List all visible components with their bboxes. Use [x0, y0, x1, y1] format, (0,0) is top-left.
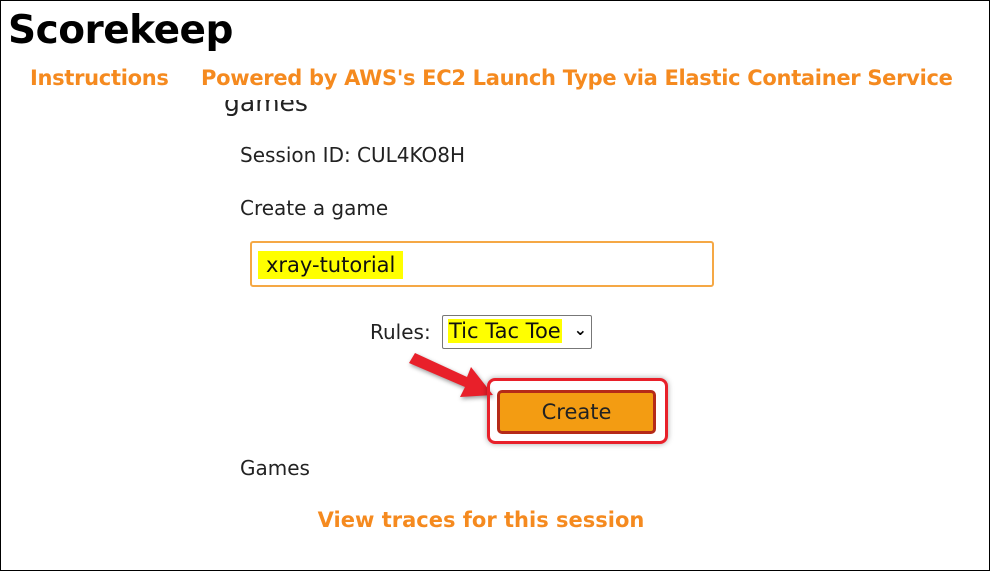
annotation-highlight-box: [487, 378, 668, 444]
rules-label: Rules:: [370, 320, 431, 344]
games-section-heading-text: games: [224, 100, 308, 117]
powered-by-link[interactable]: Powered by AWS's EC2 Launch Type via Ela…: [201, 66, 953, 90]
game-name-input[interactable]: xray-tutorial: [250, 241, 714, 287]
chevron-down-icon: ⌄: [573, 320, 587, 339]
create-button[interactable]: Create: [497, 390, 656, 434]
view-traces-link[interactable]: View traces for this session: [317, 508, 645, 532]
rules-select[interactable]: Tic Tac Toe ⌄: [442, 315, 592, 349]
rules-selected-value: Tic Tac Toe: [448, 319, 562, 343]
game-name-value: xray-tutorial: [258, 251, 404, 279]
instructions-link[interactable]: Instructions: [30, 66, 169, 90]
games-heading: Games: [240, 456, 310, 480]
create-game-heading: Create a game: [240, 196, 389, 220]
session-id: Session ID: CUL4KO8H: [240, 143, 466, 167]
app-title: Scorekeep: [8, 8, 233, 53]
games-section-heading: games: [222, 100, 422, 128]
annotation-arrow-icon: [409, 353, 493, 397]
